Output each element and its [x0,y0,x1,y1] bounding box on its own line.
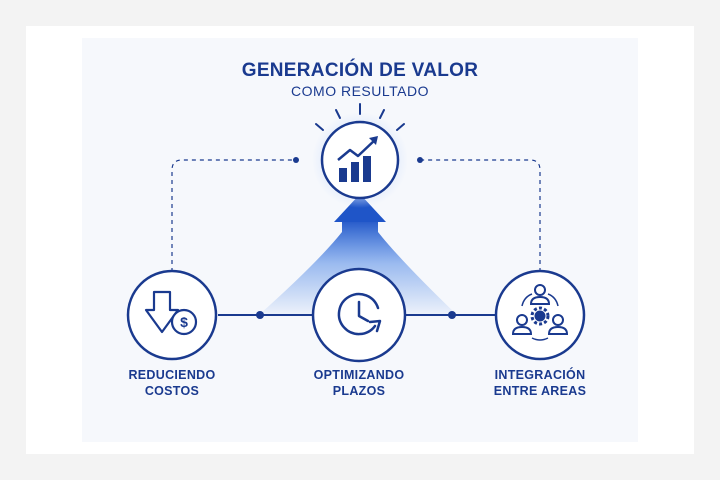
label-team-integration: INTEGRACIÓN ENTRE AREAS [460,367,620,399]
node-optimizing-time [311,267,407,363]
dollar-down-arrow-icon: $ [144,290,198,336]
node-reducing-costs: $ [126,269,218,361]
dashed-connector-left [171,157,299,272]
label-optimizing-time: OPTIMIZANDO PLAZOS [279,367,439,399]
top-node [312,103,408,208]
sparkle-rays [315,103,405,131]
label-line-2: ENTRE AREAS [493,384,587,398]
label-line-1: REDUCIENDO [128,368,216,382]
label-line-2: PLAZOS [332,384,386,398]
diagram-subtitle: COMO RESULTADO [291,83,429,99]
clock-icon [337,292,382,336]
label-line-2: COSTOS [144,384,200,398]
horizontal-connector [218,311,496,319]
svg-text:$: $ [180,314,188,330]
team-gear-icon [511,284,569,341]
diagram-title: GENERACIÓN DE VALOR [241,60,479,81]
node-team-integration [494,269,586,361]
label-line-1: OPTIMIZANDO [313,368,405,382]
label-line-1: INTEGRACIÓN [494,368,586,382]
growth-chart-icon [337,136,378,182]
label-reducing-costs: REDUCIENDO COSTOS [92,367,252,399]
dashed-connector-right [417,157,541,272]
